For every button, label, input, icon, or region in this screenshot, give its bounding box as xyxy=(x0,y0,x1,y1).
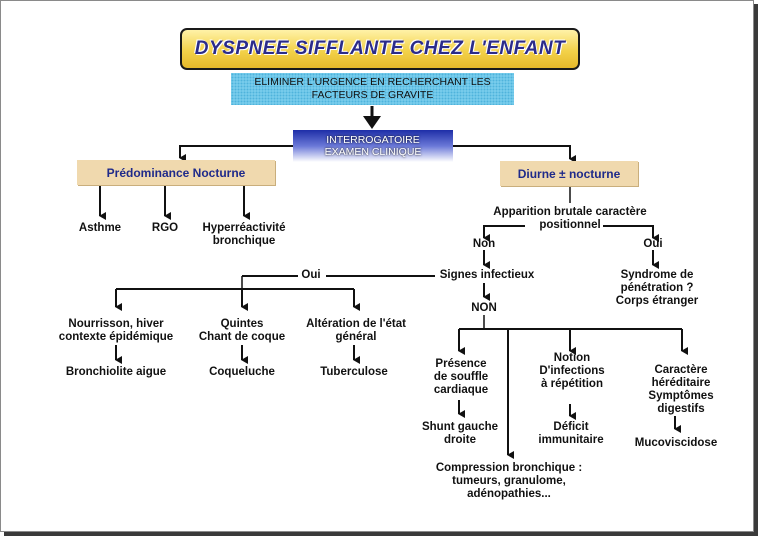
urgence-box: ELIMINER L'URGENCE EN RECHERCHANT LES FA… xyxy=(231,73,514,105)
label-oui: Oui xyxy=(643,238,663,250)
compression-line-3: adénopathies... xyxy=(467,488,551,500)
node-rgo: RGO xyxy=(151,222,179,234)
caractere-line-1: Caractère xyxy=(654,364,708,376)
label-oui-infectieux: Oui xyxy=(301,269,321,281)
diagram-title: DYSPNEE SIFFLANTE CHEZ L'ENFANT xyxy=(180,28,580,70)
urgence-line-2: FACTEURS DE GRAVITE xyxy=(311,89,434,101)
interro-line-1: INTERROGATOIRE xyxy=(326,134,420,146)
deficit-line-1: Déficit xyxy=(553,421,589,433)
apparition-line-1: Apparition brutale caractère xyxy=(493,206,647,218)
caractere-line-2: héréditaire xyxy=(651,377,711,389)
node-coqueluche: Coqueluche xyxy=(209,366,275,378)
node-signes-infectieux: Signes infectieux xyxy=(439,269,535,281)
compression-line-1: Compression bronchique : xyxy=(435,462,583,474)
node-apparition: Apparition brutale caractère positionnel xyxy=(470,206,670,232)
diurne-nocturne-box: Diurne ± nocturne xyxy=(500,161,638,186)
alteration-line-2: général xyxy=(335,331,377,343)
caractere-line-4: digestifs xyxy=(657,403,705,415)
deficit-line-2: immunitaire xyxy=(538,434,604,446)
presence-line-3: cardiaque xyxy=(433,384,489,396)
node-nourrisson: Nourrisson, hiver contexte épidémique xyxy=(50,318,182,344)
shunt-line-2: droite xyxy=(444,434,476,446)
interrogatoire-box: INTERROGATOIRE EXAMEN CLINIQUE xyxy=(293,130,453,162)
node-shunt: Shunt gauche droite xyxy=(412,421,508,447)
notion-line-3: à répétition xyxy=(541,378,603,390)
nourrisson-line-2: contexte épidémique xyxy=(58,331,174,343)
nourrisson-line-1: Nourrisson, hiver xyxy=(68,318,164,330)
node-tuberculose: Tuberculose xyxy=(320,366,388,378)
syndrome-line-1: Syndrome de xyxy=(620,269,694,281)
label-non-infectieux: NON xyxy=(471,302,497,314)
hyper-line-1: Hyperréactivité xyxy=(202,222,286,234)
node-asthme: Asthme xyxy=(78,222,122,234)
node-notion-infections: Notion D'infections à répétition xyxy=(524,352,620,391)
presence-line-1: Présence xyxy=(435,358,487,370)
node-quintes: Quintes Chant de coque xyxy=(190,318,294,344)
alteration-line-1: Altération de l'état xyxy=(306,318,406,330)
caractere-line-3: Symptômes xyxy=(648,390,714,402)
node-compression-bronchique: Compression bronchique : tumeurs, granul… xyxy=(426,462,592,501)
apparition-line-2: positionnel xyxy=(539,219,601,231)
label-non: Non xyxy=(472,238,496,250)
notion-line-2: D'infections xyxy=(539,365,605,377)
compression-line-2: tumeurs, granulome, xyxy=(452,475,566,487)
predominance-nocturne-box: Prédominance Nocturne xyxy=(77,160,275,185)
node-hyperreactivite: Hyperréactivité bronchique xyxy=(194,222,294,248)
quintes-line-1: Quintes xyxy=(220,318,264,330)
hyper-line-2: bronchique xyxy=(212,235,276,247)
shunt-line-1: Shunt gauche xyxy=(421,421,499,433)
node-deficit-immunitaire: Déficit immunitaire xyxy=(526,421,616,447)
node-mucoviscidose: Mucoviscidose xyxy=(634,437,718,449)
node-syndrome: Syndrome de pénétration ? Corps étranger xyxy=(603,269,711,308)
node-bronchiolite: Bronchiolite aigue xyxy=(65,366,167,378)
notion-line-1: Notion xyxy=(553,352,591,364)
node-caractere-hereditaire: Caractère héréditaire Symptômes digestif… xyxy=(636,364,726,416)
quintes-line-2: Chant de coque xyxy=(198,331,286,343)
syndrome-line-2: pénétration ? xyxy=(620,282,694,294)
interro-line-2: EXAMEN CLINIQUE xyxy=(324,146,422,158)
urgence-line-1: ELIMINER L'URGENCE EN RECHERCHANT LES xyxy=(254,76,491,88)
presence-line-2: de souffle xyxy=(433,371,489,383)
node-alteration: Altération de l'état général xyxy=(298,318,414,344)
syndrome-line-3: Corps étranger xyxy=(615,295,699,307)
node-presence-souffle: Présence de souffle cardiaque xyxy=(424,358,498,397)
